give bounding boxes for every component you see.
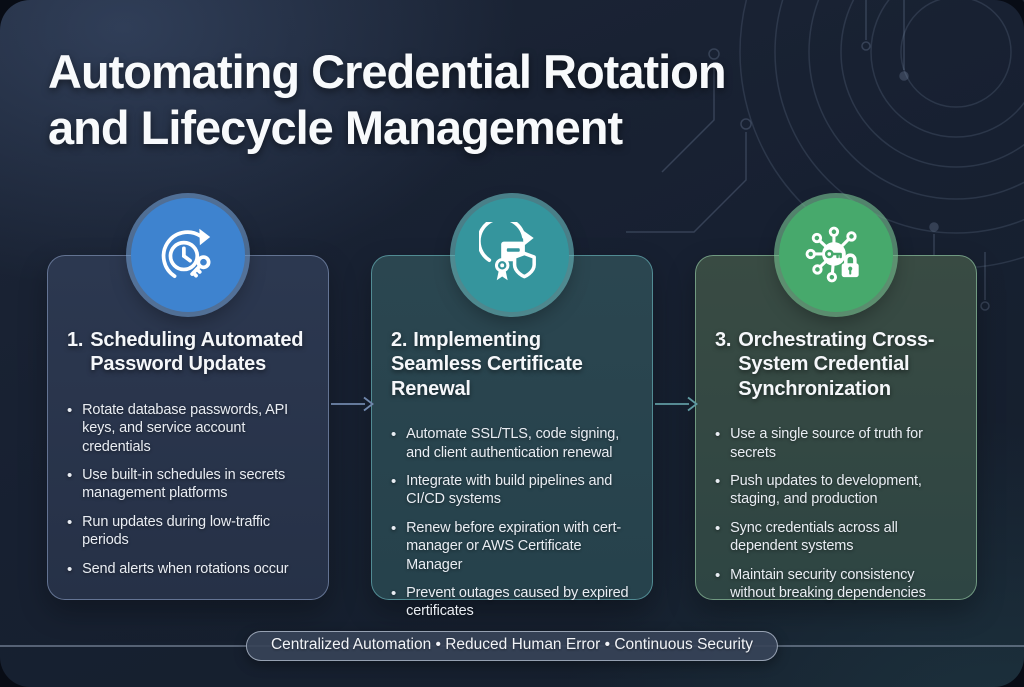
bullet-item: Push updates to development, staging, an…: [715, 472, 959, 509]
bullet-item: Send alerts when rotations occur: [67, 560, 311, 579]
page-title-line1: Automating Credential Rotation: [48, 45, 727, 98]
card-2-icon-wrap: [455, 198, 569, 312]
bullet-item: Integrate with build pipelines and CI/CD…: [391, 472, 635, 509]
bullet-item: Prevent outages caused by expired certif…: [391, 584, 635, 621]
bullet-item: Renew before expiration with cert-manage…: [391, 519, 635, 574]
card-1-number: 1.: [67, 329, 84, 351]
card-scheduling-password-updates: 1. Scheduling Automated Password Updates…: [47, 198, 329, 600]
clock-rotation-key-icon: [131, 198, 245, 312]
card-certificate-renewal: 2.Implementing Seamless Certificate Rene…: [371, 198, 653, 619]
bullet-item: Run updates during low-traffic periods: [67, 513, 311, 550]
card-3-number: 3.: [715, 329, 732, 351]
page-title: Automating Credential Rotation and Lifec…: [48, 44, 727, 157]
bullet-item: Use a single source of truth for secrets: [715, 425, 959, 462]
flow-arrow-right-icon: [331, 396, 374, 412]
certificate-renewal-shield-icon: [455, 198, 569, 312]
flow-arrow-right-icon: [655, 396, 698, 412]
footer-benefits-pill: Centralized Automation • Reduced Human E…: [245, 631, 779, 661]
card-2-bullet-list: Automate SSL/TLS, code signing, and clie…: [391, 425, 635, 621]
key-network-lock-icon: [779, 198, 893, 312]
page-title-line2: and Lifecycle Management: [48, 101, 623, 155]
card-1-icon-wrap: [131, 198, 245, 312]
bullet-item: Maintain security consistency without br…: [715, 566, 959, 603]
bullet-item: Rotate database passwords, API keys, and…: [67, 401, 311, 456]
card-3-icon-wrap: [779, 198, 893, 312]
card-1-bullet-list: Rotate database passwords, API keys, and…: [67, 401, 311, 579]
card-2-title: 2.Implementing Seamless Certificate Rene…: [391, 329, 583, 400]
cards-row: 1. Scheduling Automated Password Updates…: [47, 198, 977, 619]
card-3-title: 3. Orchestrating Cross-System Credential…: [715, 329, 935, 400]
bullet-item: Use built-in schedules in secrets manage…: [67, 466, 311, 503]
card-2-number: 2.: [391, 329, 408, 351]
card-3-bullet-list: Use a single source of truth for secrets…: [715, 425, 959, 602]
bullet-item: Automate SSL/TLS, code signing, and clie…: [391, 425, 635, 462]
bullet-item: Sync credentials across all dependent sy…: [715, 519, 959, 556]
card-1-title: 1. Scheduling Automated Password Updates: [67, 329, 304, 376]
card-credential-synchronization: 3. Orchestrating Cross-System Credential…: [695, 198, 977, 602]
